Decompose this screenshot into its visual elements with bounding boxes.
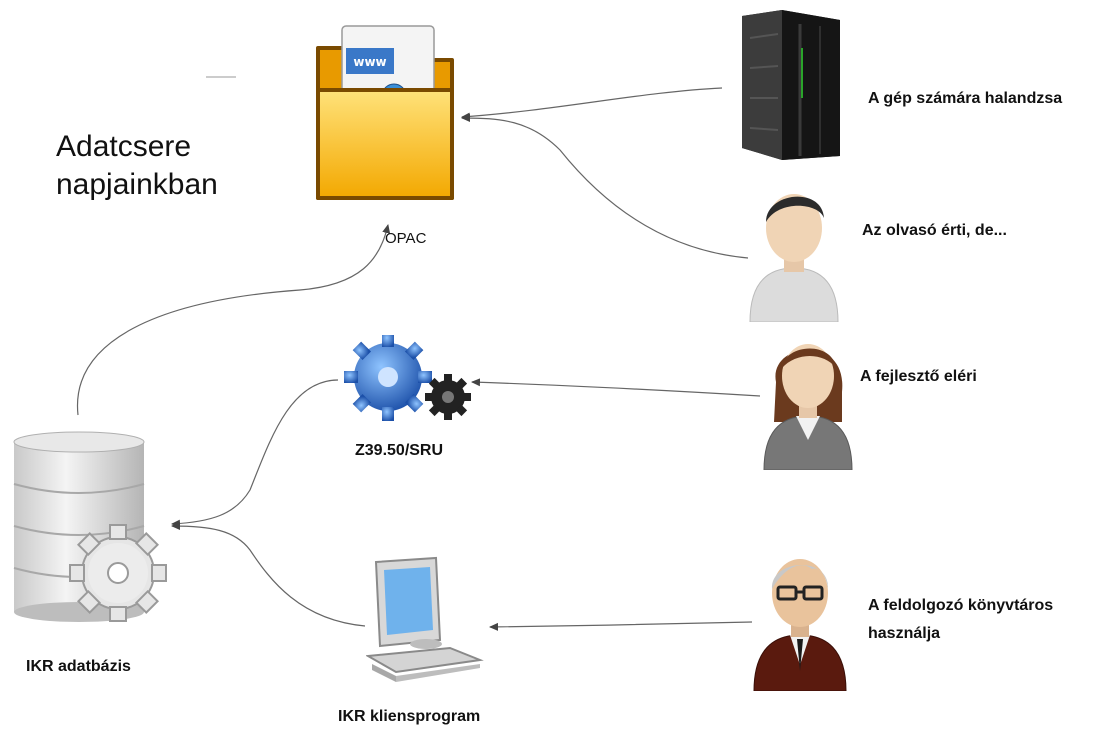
title-line-1: Adatcsere (56, 130, 192, 163)
z3950-label: Z39.50/SRU (355, 442, 444, 459)
client-label: IKR kliensprogram (338, 708, 481, 725)
arrow-dev-z3950 (471, 378, 761, 397)
arrow-server-opac (461, 87, 723, 121)
librarian-label-line-2: használja (868, 625, 941, 642)
database-label: IKR adatbázis (26, 658, 131, 675)
title-line-2: napjainkban (56, 168, 218, 201)
gears-icon (344, 335, 471, 421)
svg-text:www: www (353, 55, 386, 69)
machine-label: A gép számára halandzsa (868, 90, 1063, 107)
reader-label: Az olvasó érti, de... (862, 222, 1007, 239)
arrow-z3950-db (171, 379, 339, 528)
server-icon (742, 10, 840, 160)
arrow-client-db (171, 522, 366, 627)
database-gear-icon (13, 431, 167, 622)
folder-www-icon: www (316, 25, 454, 200)
woman-avatar-icon (763, 344, 853, 470)
arrow-reader-opac (461, 114, 749, 259)
librarian-label: A feldolgozó könyvtáros használja (868, 592, 1053, 648)
arrow-librarian-client (489, 621, 753, 631)
opac-label: OPAC (385, 230, 427, 247)
diagram-title: Adatcsere napjainkban (56, 128, 218, 204)
librarian-label-line-1: A feldolgozó könyvtáros (868, 597, 1054, 614)
man-avatar-icon (749, 194, 839, 322)
developer-label: A fejlesztő eléri (860, 368, 977, 385)
arrow-db-opac (76, 224, 391, 416)
computer-icon (366, 556, 484, 682)
old-man-glasses-icon (753, 559, 847, 691)
